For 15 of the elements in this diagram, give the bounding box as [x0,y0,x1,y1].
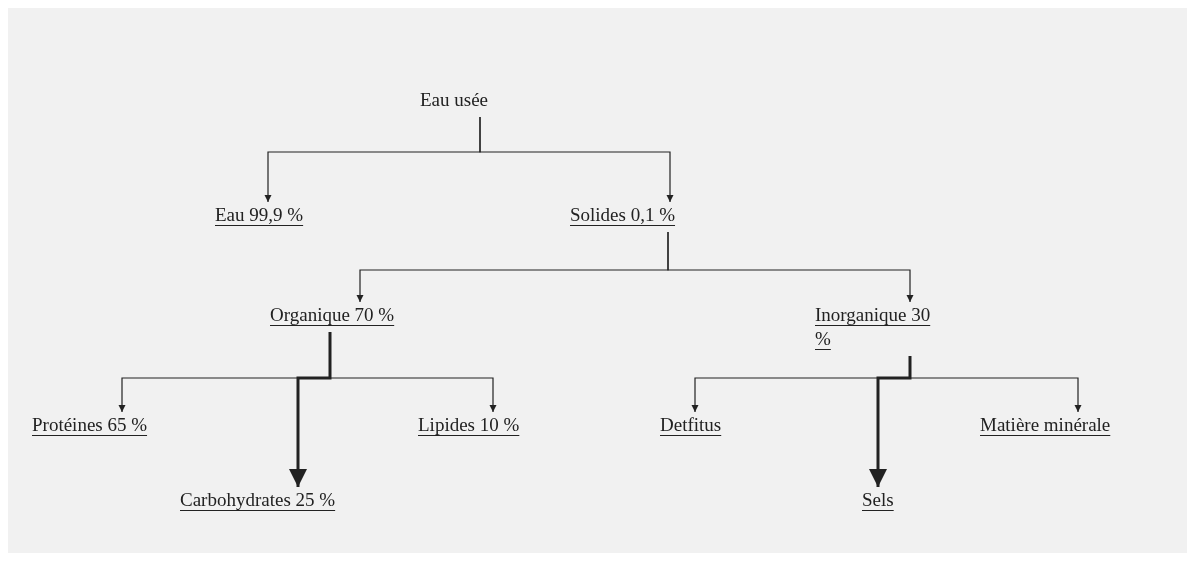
node-label: Detfitus [660,413,722,437]
node-label: Matière minérale [980,413,1111,437]
arrow [289,332,332,487]
node-label: Inorganique 30 % [815,303,947,351]
node-label: Protéines 65 % [32,413,148,437]
node-label: Solides 0,1 % [570,203,676,227]
arrow [869,356,912,487]
arrow [667,231,914,303]
node-label: Eau usée [420,88,489,112]
arrow [479,116,674,203]
node-label: Carbohydrates 25 % [180,488,336,512]
node-label: Eau 99,9 % [215,203,304,227]
node-label: Sels [862,488,894,512]
node-label: Organique 70 % [270,303,395,327]
node-label: Lipides 10 % [418,413,520,437]
